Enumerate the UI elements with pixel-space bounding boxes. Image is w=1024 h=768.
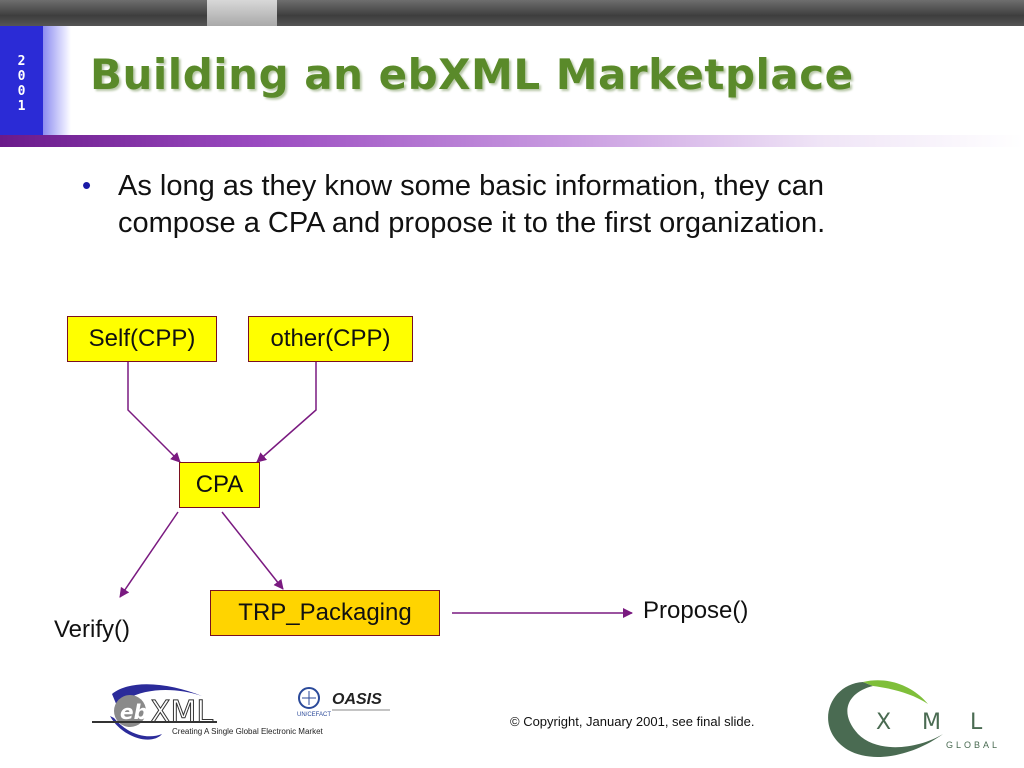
node-self-cpp: Self(CPP) [67,316,217,362]
xml-global-logo: X M L [818,674,1018,760]
edge-cpa-to-verify [119,511,179,598]
year-sidebar: 2 0 0 1 [0,26,43,135]
node-trp-packaging: TRP_Packaging [210,590,440,636]
label-propose: Propose() [643,597,749,624]
bullet-text: As long as they know some basic informat… [118,170,826,239]
year-digit: 1 [17,99,26,114]
edge-self-to-cpa [127,362,181,463]
slide-title: Building an ebXML Marketplace [90,50,854,99]
top-bar [0,0,1024,26]
xml-global-swoosh-icon [828,680,943,757]
year-digit: 0 [17,84,26,99]
edge-cpa-to-trp [221,511,284,590]
svg-text:eb: eb [120,700,148,724]
xml-global-text: GLOBAL [946,740,1001,750]
node-cpa: CPA [179,462,260,508]
year-digit: 0 [17,69,26,84]
oasis-label: OASIS [332,691,382,708]
ebxml-tagline: Creating A Single Global Electronic Mark… [172,727,324,736]
bullet-dot: • [82,170,92,200]
svg-text:XML: XML [150,695,213,730]
xml-letter-m: M [922,710,941,735]
node-other-cpp: other(CPP) [248,316,413,362]
xml-letter-l: L [970,710,983,735]
copyright-notice: © Copyright, January 2001, see final sli… [510,714,755,729]
year-digits: 2 0 0 1 [0,54,43,114]
year-digit: 2 [17,54,26,69]
year-sidebar-glow [43,26,71,135]
title-divider [0,135,1024,147]
edge-other-to-cpa [256,362,317,463]
label-verify: Verify() [54,616,131,643]
ebxml-logo: eb XML Creating A Single Global Electron… [92,684,390,740]
xml-letter-x: X [876,710,892,735]
top-bar-tab [207,0,277,26]
un-cefact-label: UN/CEFACT [297,712,331,718]
